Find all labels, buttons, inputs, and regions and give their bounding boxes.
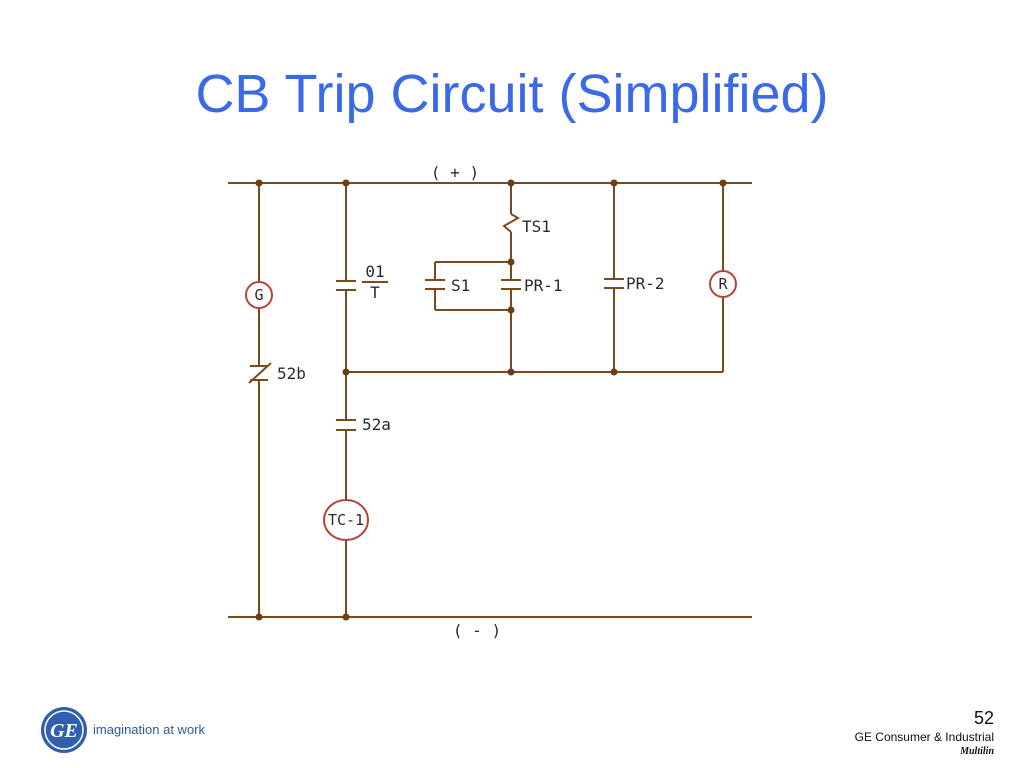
- ts1-branch: [425, 183, 521, 372]
- tagline: imagination at work: [93, 722, 205, 737]
- contact-t-label: T: [370, 283, 380, 302]
- ts1-label: TS1: [522, 217, 551, 236]
- slide-title: CB Trip Circuit (Simplified): [195, 64, 829, 124]
- pr2-label: PR-2: [626, 274, 665, 293]
- r-lamp-coil: [709, 270, 737, 298]
- pr1-label: PR-1: [524, 276, 563, 295]
- contact-01-label: 01: [365, 262, 384, 281]
- footer-company: GE Consumer & Industrial: [854, 730, 994, 744]
- tc1-coil: [323, 499, 369, 541]
- page-number: 52: [973, 708, 994, 728]
- g-lamp-coil: [245, 281, 273, 309]
- junction-dots: [255, 179, 727, 621]
- s1-label: S1: [451, 276, 470, 295]
- ge-logo: GE: [41, 707, 87, 753]
- pr2-branch: [604, 183, 624, 372]
- negative-bus-label: ( - ): [453, 621, 501, 640]
- r-lamp-label: R: [718, 275, 728, 293]
- main-branch: [336, 183, 356, 617]
- svg-text:GE: GE: [50, 720, 78, 742]
- tc1-label: TC-1: [328, 511, 364, 529]
- footer-brand: Multilin: [960, 746, 994, 757]
- contact-52b-label: 52b: [277, 364, 306, 383]
- g-branch: [248, 183, 272, 617]
- contact-52a-label: 52a: [362, 415, 391, 434]
- positive-bus-label: ( + ): [431, 163, 479, 182]
- g-lamp-label: G: [254, 286, 263, 304]
